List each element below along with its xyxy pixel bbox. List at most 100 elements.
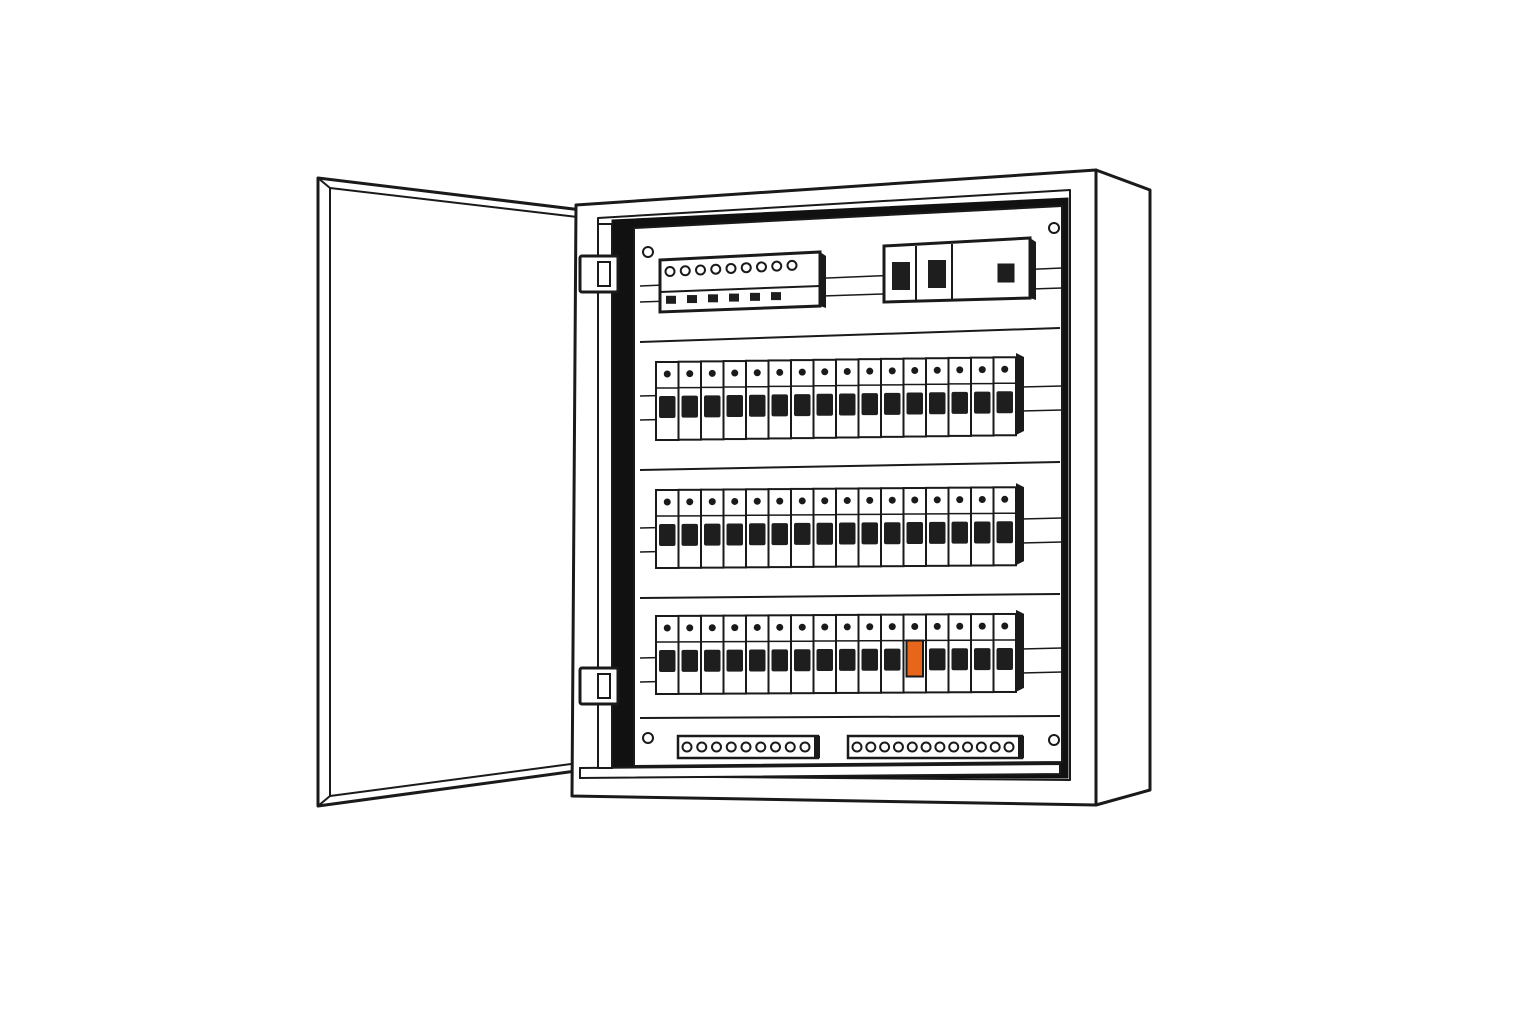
breaker[interactable] xyxy=(700,360,725,441)
breaker-toggle[interactable] xyxy=(794,649,811,672)
breaker-toggle[interactable] xyxy=(906,522,924,545)
breaker-toggle[interactable] xyxy=(929,392,946,415)
breaker[interactable] xyxy=(992,612,1017,693)
breaker[interactable] xyxy=(655,361,680,441)
breaker[interactable] xyxy=(767,488,792,569)
breaker[interactable] xyxy=(722,488,747,569)
breaker-toggle[interactable] xyxy=(996,647,1014,670)
breaker-toggle[interactable] xyxy=(839,393,856,416)
breaker-toggle[interactable] xyxy=(726,523,744,546)
breaker-toggle[interactable] xyxy=(749,523,766,546)
breaker-toggle[interactable] xyxy=(951,391,969,414)
breaker[interactable] xyxy=(745,614,770,695)
breaker[interactable] xyxy=(700,614,725,695)
breaker-toggle[interactable] xyxy=(681,523,699,546)
breaker[interactable] xyxy=(677,488,702,569)
breaker-toggle[interactable] xyxy=(974,521,991,544)
breaker[interactable] xyxy=(700,488,725,569)
breaker[interactable] xyxy=(677,614,702,695)
breaker-toggle[interactable] xyxy=(771,649,789,672)
breaker-toggle[interactable] xyxy=(704,395,721,418)
breaker-toggle[interactable] xyxy=(771,394,789,417)
breaker-toggle[interactable] xyxy=(816,649,834,672)
breaker-toggle[interactable] xyxy=(681,649,699,672)
main-switch[interactable] xyxy=(882,236,1036,304)
breaker-toggle[interactable] xyxy=(704,523,721,546)
breaker[interactable] xyxy=(812,358,837,439)
breaker[interactable] xyxy=(745,488,770,569)
breaker-toggle[interactable] xyxy=(929,521,946,544)
breaker[interactable] xyxy=(970,356,995,437)
breaker-toggle[interactable] xyxy=(749,394,766,417)
breaker[interactable] xyxy=(970,486,995,567)
breaker-toggle[interactable] xyxy=(794,522,811,545)
breaker-toggle[interactable] xyxy=(659,524,676,546)
breaker-toggle[interactable] xyxy=(951,648,969,671)
breaker[interactable] xyxy=(835,358,860,439)
breaker[interactable] xyxy=(767,359,792,440)
breaker[interactable] xyxy=(970,613,995,694)
breaker-toggle[interactable] xyxy=(996,521,1014,544)
breaker[interactable] xyxy=(992,356,1017,437)
breaker[interactable] xyxy=(812,614,837,695)
breaker[interactable] xyxy=(902,487,927,568)
breaker-toggle[interactable] xyxy=(659,396,676,418)
breaker-toggle[interactable] xyxy=(884,522,901,545)
breaker-toggle[interactable] xyxy=(749,649,766,672)
breaker[interactable] xyxy=(947,613,972,694)
breaker-toggle[interactable] xyxy=(816,522,834,545)
breaker-toggle[interactable] xyxy=(929,648,946,671)
breaker-toggle[interactable] xyxy=(884,392,901,415)
breaker[interactable] xyxy=(947,356,972,437)
breaker[interactable] xyxy=(655,489,680,569)
breaker[interactable] xyxy=(677,360,702,441)
breaker[interactable] xyxy=(925,486,950,567)
breaker[interactable] xyxy=(767,614,792,695)
breaker-toggle[interactable] xyxy=(951,521,969,544)
breaker-toggle-tripped[interactable] xyxy=(905,639,924,678)
breaker[interactable] xyxy=(880,487,905,568)
breaker-toggle[interactable] xyxy=(771,523,789,546)
breaker-toggle[interactable] xyxy=(974,648,991,671)
breaker-tripped[interactable] xyxy=(902,613,927,694)
breaker[interactable] xyxy=(722,360,747,441)
breaker[interactable] xyxy=(790,359,815,440)
breaker-toggle[interactable] xyxy=(839,522,856,545)
breaker[interactable] xyxy=(857,358,882,439)
breaker[interactable] xyxy=(925,613,950,694)
switch-pole-1[interactable] xyxy=(892,262,910,290)
switch-pole-2[interactable] xyxy=(928,260,946,288)
breaker[interactable] xyxy=(722,614,747,695)
breaker-toggle[interactable] xyxy=(884,648,901,671)
breaker[interactable] xyxy=(925,357,950,438)
breaker-toggle[interactable] xyxy=(681,395,699,418)
breaker-toggle[interactable] xyxy=(906,392,924,415)
breaker-toggle[interactable] xyxy=(974,391,991,414)
breaker-toggle[interactable] xyxy=(659,650,676,672)
breaker-toggle[interactable] xyxy=(726,649,744,672)
breaker[interactable] xyxy=(902,357,927,438)
breaker-toggle[interactable] xyxy=(794,394,811,417)
breaker[interactable] xyxy=(790,614,815,695)
breaker-toggle[interactable] xyxy=(861,393,879,416)
breaker-toggle[interactable] xyxy=(861,522,879,545)
breaker[interactable] xyxy=(790,487,815,568)
breaker[interactable] xyxy=(835,487,860,568)
breaker[interactable] xyxy=(857,487,882,568)
breaker-toggle[interactable] xyxy=(726,395,744,418)
cabinet-door[interactable] xyxy=(316,176,600,808)
breaker[interactable] xyxy=(880,357,905,438)
breaker[interactable] xyxy=(745,359,770,440)
breaker-toggle[interactable] xyxy=(816,393,834,416)
breaker[interactable] xyxy=(655,615,680,695)
breaker[interactable] xyxy=(880,613,905,694)
breaker-toggle[interactable] xyxy=(861,648,879,671)
breaker-toggle[interactable] xyxy=(704,649,721,672)
breaker-toggle[interactable] xyxy=(996,391,1014,414)
breaker[interactable] xyxy=(835,613,860,694)
breaker[interactable] xyxy=(812,487,837,568)
breaker[interactable] xyxy=(857,613,882,694)
breaker-toggle[interactable] xyxy=(839,648,856,671)
breaker[interactable] xyxy=(947,486,972,567)
breaker[interactable] xyxy=(992,486,1017,567)
